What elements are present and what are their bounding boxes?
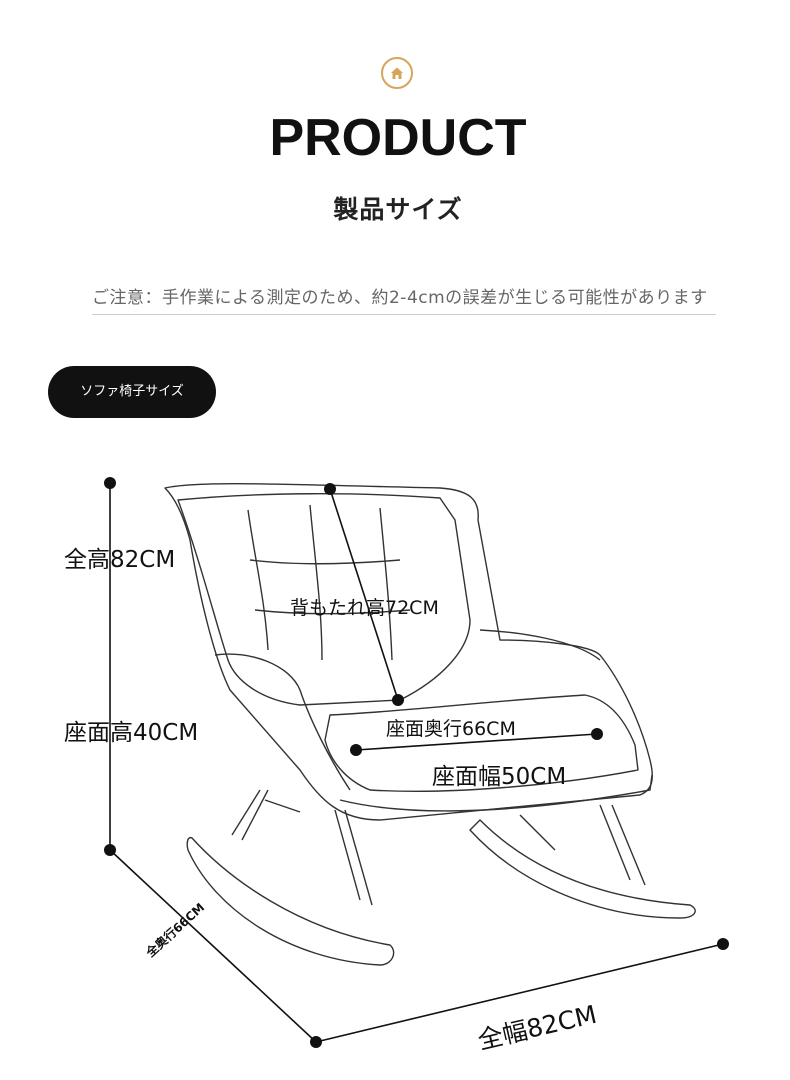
- total-height-label: 全高82CM: [64, 547, 176, 573]
- page-subtitle: 製品サイズ: [333, 195, 463, 224]
- seat-depth-label: 座面奥行66CM: [386, 718, 516, 740]
- home-badge: [381, 57, 413, 89]
- divider: [92, 314, 716, 315]
- chair-illustration: [104, 477, 729, 1048]
- seat-width-label: 座面幅50CM: [432, 764, 567, 790]
- measurement-notice: ご注意：手作業による測定のため、約2-4cmの誤差が生じる可能性があります: [92, 288, 708, 308]
- seat-height-label: 座面高40CM: [64, 720, 199, 746]
- page-title: PRODUCT: [269, 109, 527, 167]
- section-tag: ソファ椅子サイズ: [48, 366, 216, 418]
- home-icon: [391, 67, 403, 79]
- backrest-height-label: 背もたれ高72CM: [290, 597, 439, 619]
